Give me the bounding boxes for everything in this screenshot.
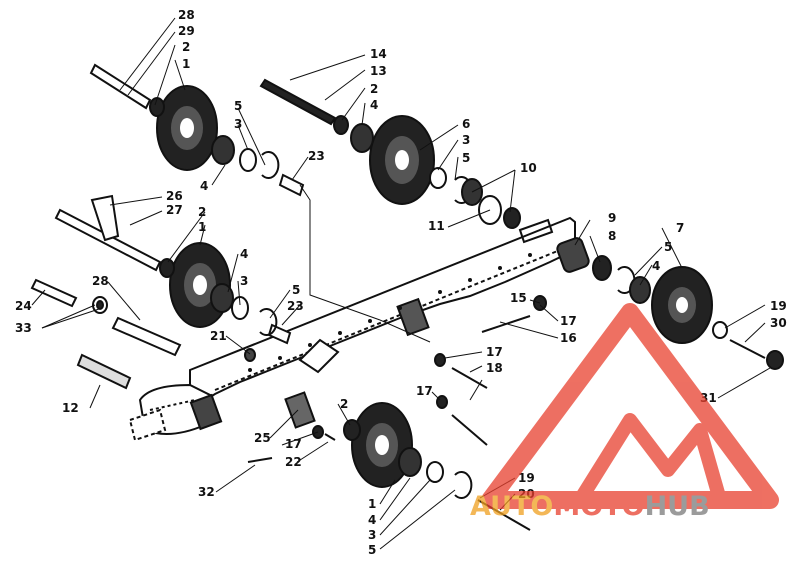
automotohub-watermark: AUTOMOTOHUB	[470, 303, 779, 522]
callout-28: 28	[178, 8, 195, 22]
callout-27: 27	[166, 203, 183, 217]
callout-4: 4	[370, 98, 378, 112]
callout-33: 33	[15, 321, 32, 335]
callout-25: 25	[254, 431, 271, 445]
watermark-text: AUTOMOTOHUB	[470, 491, 710, 522]
watermark-moto: MOTO	[553, 491, 644, 522]
callout-22: 22	[285, 455, 302, 469]
callout-28: 28	[92, 274, 109, 288]
callout-6: 6	[462, 117, 470, 131]
wheel-1-top	[156, 85, 218, 171]
callout-5: 5	[664, 240, 672, 254]
callout-5: 5	[292, 283, 300, 297]
wheel-1-bottom	[351, 402, 413, 488]
callout-4: 4	[368, 513, 376, 527]
callout-4: 4	[200, 179, 208, 193]
callout-18: 18	[486, 361, 503, 375]
wheel-7	[651, 266, 713, 344]
leader-lines	[31, 17, 771, 550]
callout-23: 23	[287, 299, 304, 313]
callout-26: 26	[166, 189, 183, 203]
callout-1: 1	[368, 497, 376, 511]
callout-24: 24	[15, 299, 32, 313]
callout-17: 17	[486, 345, 503, 359]
callout-16: 16	[560, 331, 577, 345]
callout-3: 3	[368, 528, 376, 542]
callout-3: 3	[240, 274, 248, 288]
watermark-logo-icon	[481, 303, 779, 509]
callout-1: 1	[198, 220, 206, 234]
callout-17: 17	[560, 314, 577, 328]
callout-3: 3	[234, 117, 242, 131]
callout-29: 29	[178, 24, 195, 38]
callout-12: 12	[62, 401, 79, 415]
callout-2: 2	[182, 40, 190, 54]
callout-13: 13	[370, 64, 387, 78]
callout-21: 21	[210, 329, 227, 343]
callout-19: 19	[770, 299, 787, 313]
callout-2: 2	[340, 397, 348, 411]
callout-5: 5	[368, 543, 376, 557]
callout-15: 15	[510, 291, 527, 305]
callout-5: 5	[234, 99, 242, 113]
callout-7: 7	[676, 221, 684, 235]
callout-32: 32	[198, 485, 215, 499]
callout-23: 23	[308, 149, 325, 163]
watermark-hub: HUB	[645, 491, 710, 522]
callout-2: 2	[370, 82, 378, 96]
callout-1: 1	[182, 57, 190, 71]
callout-5: 5	[462, 151, 470, 165]
callout-4: 4	[652, 259, 660, 273]
callout-14: 14	[370, 47, 387, 61]
slide-rail-frame	[128, 216, 576, 442]
wheel-6	[369, 115, 435, 205]
callout-numbers: 28 29 2 1 14 13 2 4 5 3 6 3 5 23 4 10 11…	[15, 8, 787, 557]
callout-17: 17	[285, 437, 302, 451]
rail-holes	[248, 253, 532, 372]
callout-17: 17	[416, 384, 433, 398]
callout-4: 4	[240, 247, 248, 261]
callout-19: 19	[518, 471, 535, 485]
callout-11: 11	[428, 219, 445, 233]
callout-3: 3	[462, 133, 470, 147]
callout-8: 8	[608, 229, 616, 243]
shafts	[30, 63, 337, 390]
callout-30: 30	[770, 316, 787, 330]
watermark-auto: AUTO	[470, 491, 553, 522]
callout-2: 2	[198, 205, 206, 219]
callout-9: 9	[608, 211, 616, 225]
callout-10: 10	[520, 161, 537, 175]
